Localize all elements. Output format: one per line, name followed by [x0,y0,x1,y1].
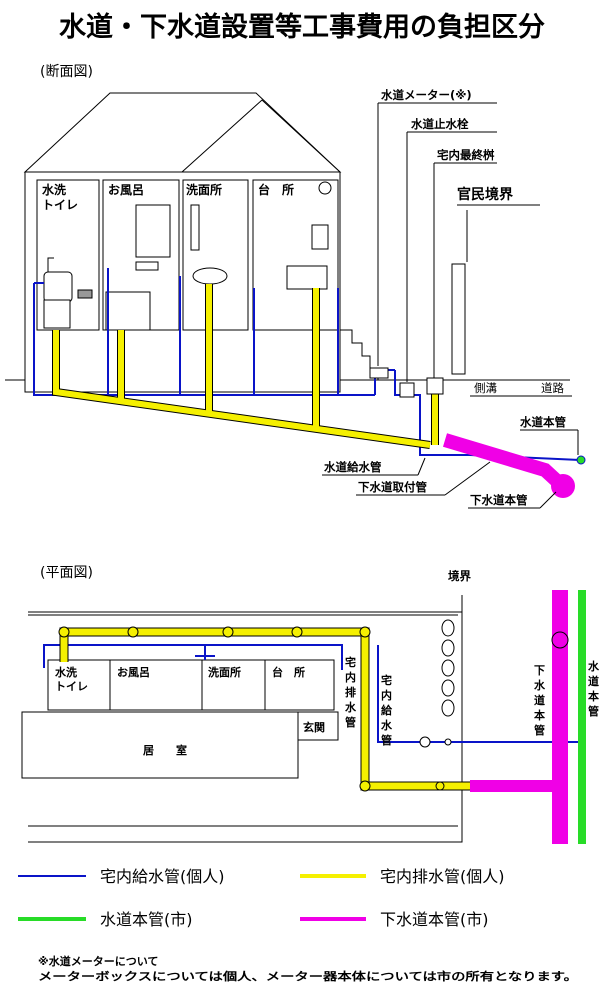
callout-boundary: 官民境界 [457,186,514,203]
callout-sewer-connection: 下水道取付管 [358,480,427,494]
water-meter-icon [369,367,389,379]
svg-text:水: 水 [381,718,393,732]
plan-label-supply: 宅 内 給 水 管 [381,673,393,747]
plan-house [21,659,339,779]
callout-final-box: 宅内最終桝 [437,148,495,162]
legend-label-supply: 宅内給水管(個人) [100,867,225,886]
callout-road: 道路 [541,381,564,395]
plan-drain-joints [58,626,445,792]
plan-valve-icon [444,738,452,746]
svg-text:管: 管 [588,704,599,718]
sewer-section [442,433,575,498]
svg-text:本: 本 [534,708,545,722]
callout-water-main: 水道本管 [520,415,566,429]
supply-pipes-section [33,268,581,461]
room-toilet [36,179,100,331]
svg-text:水: 水 [345,700,357,714]
plan-boundary-top [28,595,463,613]
callout-supply-pipe: 水道給水管 [324,460,382,474]
bath-fixture [105,204,171,331]
legend-label-water-main: 水道本管(市) [100,910,193,929]
room-washroom [182,179,249,331]
room-label-kitchen: 台 所 [258,182,294,197]
plan-water-main [578,590,586,844]
plan-room-washroom: 洗面所 [208,665,241,679]
svg-text:給: 給 [381,703,393,717]
water-main-section-dot [576,455,586,465]
legend: 宅内給水管(個人) 宅内排水管(個人) 水道本管(市) 下水道本管(市) [18,867,505,929]
plan-boundary-frame [28,612,463,843]
svg-text:内: 内 [345,670,356,684]
room-label-bath: お風呂 [108,183,144,197]
svg-text:管: 管 [381,733,392,747]
final-box-icon [426,377,444,395]
stop-valve-icon [399,382,415,398]
range-hood-icon [318,181,332,195]
room-kitchen [252,179,339,331]
plan-supply-pipes [43,644,580,743]
washbasin-fixture [190,204,228,285]
plan-label-drain: 宅 内 排 水 管 [345,655,357,729]
svg-text:管: 管 [534,723,545,737]
svg-text:道: 道 [534,693,545,707]
section-view: (断面図) 水洗 トイレ お風呂 洗面所 台 所 [5,64,586,509]
house-body [24,171,341,393]
boundary-wall [451,263,466,375]
section-view-label: (断面図) [40,64,93,80]
plan-shrubs [441,619,455,717]
plan-view: (平面図) 境界 水洗 トイレ お風呂 洗面所 台 所 玄関 居 [21,565,600,844]
svg-text:宅: 宅 [345,655,356,669]
note-line-2: メーターボックスについては個人、メーター器本体については市の所有となります。 [38,969,578,983]
plan-room-living: 居 室 [143,743,187,757]
svg-text:下: 下 [534,664,545,677]
plan-view-label: (平面図) [40,565,93,581]
plan-sewer-main [552,590,568,844]
note-line-1: ※水道メーターについて [38,954,158,968]
plan-room-toilet-1: 水洗 [55,665,77,679]
room-label-washroom: 洗面所 [186,182,222,197]
svg-text:管: 管 [345,715,356,729]
svg-text:本: 本 [588,689,599,703]
toilet-fixture [43,257,93,329]
callout-gutter: 側溝 [474,381,497,395]
plan-meter-icon [419,736,431,748]
plan-room-entrance: 玄関 [303,720,325,734]
plan-label-sewer-main: 下 水 道 本 管 [534,664,546,737]
kitchen-fixture [286,181,332,290]
svg-text:内: 内 [381,688,392,702]
plan-manhole-icon [551,631,569,649]
svg-text:道: 道 [588,674,599,688]
callout-meter: 水道メーター(※) [381,88,472,102]
callout-lines [322,102,579,509]
page-title: 水道・下水道設置等工事費用の負担区分 [59,11,545,43]
svg-text:水: 水 [588,659,600,673]
svg-text:宅: 宅 [381,673,392,687]
plan-room-bath: お風呂 [117,666,150,679]
plan-room-kitchen: 台 所 [272,665,305,679]
svg-text:排: 排 [345,685,356,699]
callout-sewer-main: 下水道本管 [470,493,528,507]
room-label-toilet-2: トイレ [42,198,78,212]
svg-text:水: 水 [534,678,546,692]
room-label-toilet-1: 水洗 [42,182,66,197]
drain-pipes-section [53,284,438,448]
legend-label-sewer-main: 下水道本管(市) [380,910,489,929]
plan-label-water-main: 水 道 本 管 [588,659,600,718]
plan-boundary-label: 境界 [448,569,471,583]
legend-label-drain: 宅内排水管(個人) [380,867,505,886]
callout-stop-valve: 水道止水栓 [411,117,469,131]
plan-room-toilet-2: トイレ [55,680,88,693]
